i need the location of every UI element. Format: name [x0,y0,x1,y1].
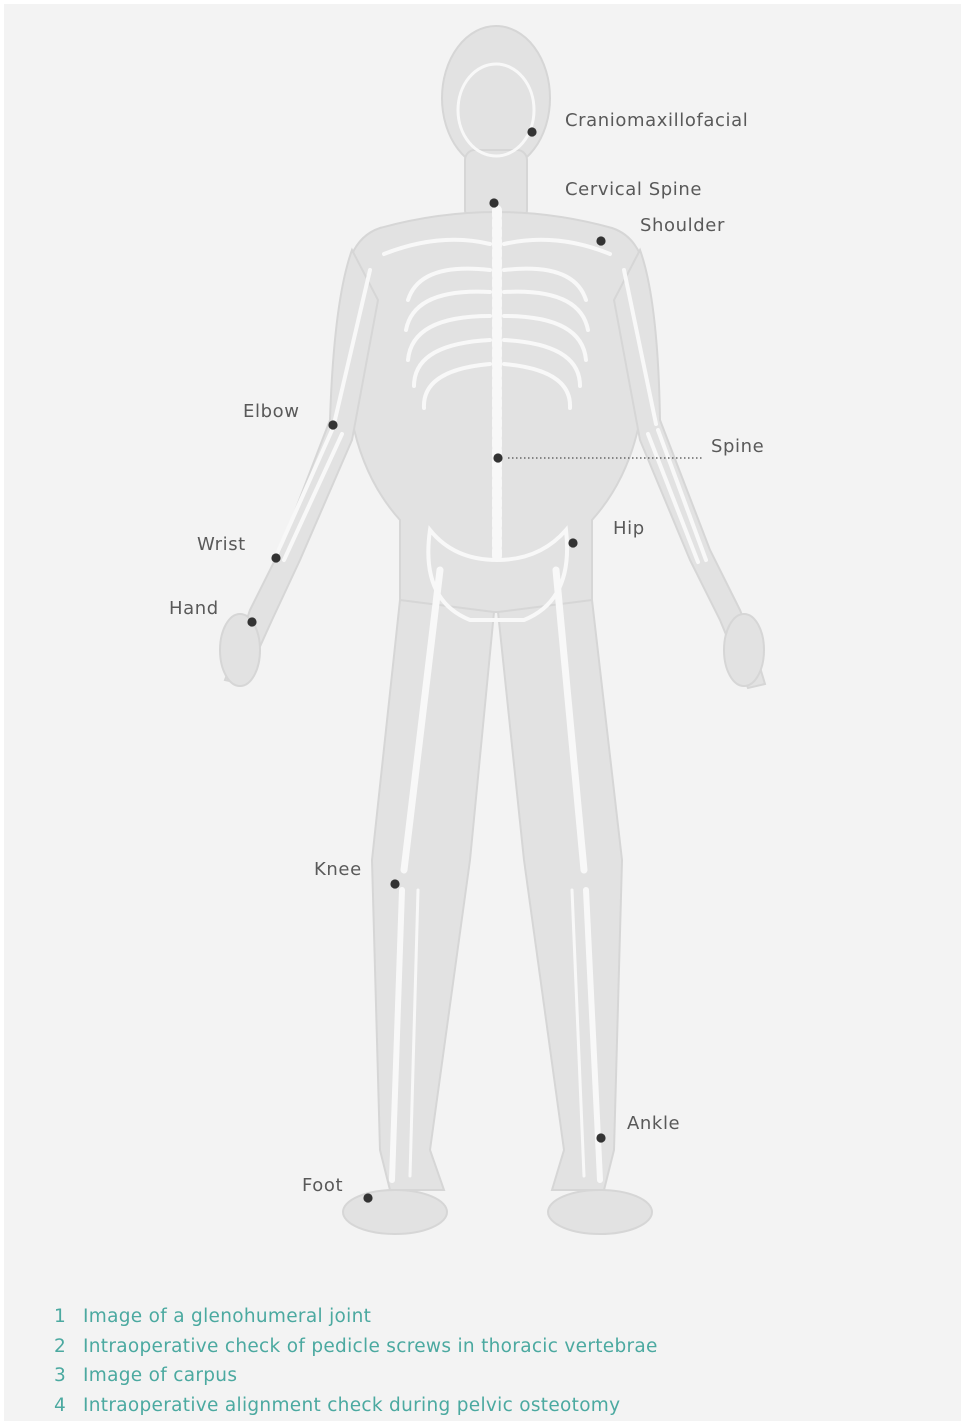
marker-foot[interactable] [363,1193,372,1202]
marker-hand[interactable] [247,617,256,626]
marker-shoulder[interactable] [596,236,605,245]
legend-text: Intraoperative alignment check during pe… [83,1395,620,1416]
legend-text: Image of a glenohumeral joint [83,1306,371,1327]
label-foot: Foot [302,1175,343,1196]
legend-item: 3Image of carpus [54,1361,658,1391]
legend-number: 4 [54,1391,83,1421]
marker-cervical-spine[interactable] [489,198,498,207]
legend-text: Image of carpus [83,1365,237,1386]
legend-item: 1Image of a glenohumeral joint [54,1302,658,1332]
label-hip: Hip [613,518,645,539]
figure-panel: Craniomaxillofacial Cervical Spine Shoul… [4,4,961,1421]
legend-item: 2Intraoperative check of pedicle screws … [54,1332,658,1362]
legend-number: 1 [54,1302,83,1332]
label-elbow: Elbow [243,401,300,422]
marker-ankle[interactable] [596,1133,605,1142]
marker-wrist[interactable] [271,553,280,562]
label-ankle: Ankle [627,1113,680,1134]
label-wrist: Wrist [197,534,246,555]
marker-craniomaxillofacial[interactable] [527,127,536,136]
label-shoulder: Shoulder [640,215,725,236]
legend-number: 2 [54,1332,83,1362]
label-knee: Knee [314,859,362,880]
label-cervical-spine: Cervical Spine [565,179,702,200]
legend-number: 3 [54,1361,83,1391]
label-hand: Hand [169,598,219,619]
marker-hip[interactable] [568,538,577,547]
legend-text: Intraoperative check of pedicle screws i… [83,1336,658,1357]
legend-list: 1Image of a glenohumeral joint 2Intraope… [54,1302,658,1420]
label-spine: Spine [711,436,764,457]
marker-spine[interactable] [493,453,502,462]
marker-knee[interactable] [390,879,399,888]
legend-item: 4Intraoperative alignment check during p… [54,1391,658,1421]
body-skeleton-illustration [4,4,961,1294]
marker-elbow[interactable] [328,420,337,429]
label-craniomaxillofacial: Craniomaxillofacial [565,110,748,131]
